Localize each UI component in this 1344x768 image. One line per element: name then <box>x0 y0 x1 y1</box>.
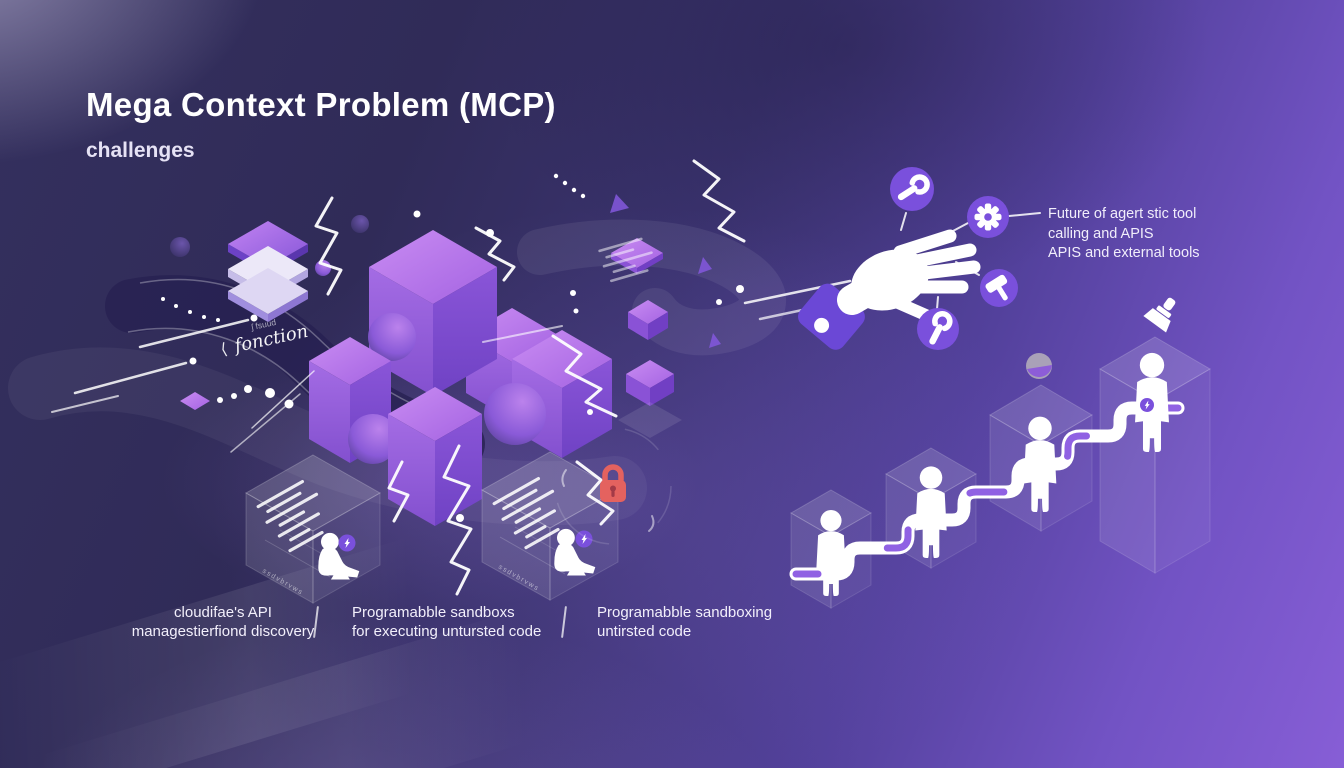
annotation-line: APIS and external tools <box>1048 245 1200 261</box>
decor-sphere <box>315 260 331 276</box>
caption-line: managestierfiond discovery <box>131 623 315 640</box>
caption-line: untirsted code <box>597 623 692 640</box>
decor-mini-cubes <box>180 238 682 438</box>
future-annotation: Future of agert stic tool calling and AP… <box>1048 205 1268 264</box>
wrench-icon <box>917 308 959 350</box>
stacked-layers-icon <box>228 221 308 322</box>
caption-api-discovery: cloudifae's API managestierfiond discove… <box>112 603 334 641</box>
decor-code-lines <box>598 237 653 283</box>
tool-badges <box>890 167 1018 350</box>
caption-sandboxing: Programabble sandboxing untirsted code <box>597 603 807 641</box>
caption-line: cloudifae's API <box>174 604 272 621</box>
page-title: Mega Context Problem (MCP) <box>86 86 556 123</box>
progress-staircase <box>789 290 1211 609</box>
caption-line: for executing untursted code <box>352 623 542 640</box>
gear-icon <box>967 196 1009 238</box>
brush-icon <box>1143 290 1185 333</box>
caption-sandboxes: Programabble sandboxs for executing untu… <box>352 603 562 641</box>
page-subtitle: challenges <box>86 139 195 162</box>
reaching-hand <box>798 229 981 350</box>
decor-triangles <box>610 194 721 348</box>
wrench-icon <box>890 167 934 211</box>
badge-connectors <box>900 212 1041 310</box>
padlock-icon <box>554 427 672 545</box>
lightning-bolts <box>314 159 746 596</box>
annotation-line: Future of agert stic tool <box>1048 206 1197 222</box>
ribbon-chevron: ⟨ <box>219 341 229 359</box>
caption-line: Programabble sandboxing <box>597 604 773 621</box>
mcp-cube-cluster <box>309 230 612 526</box>
mallet-icon <box>980 269 1018 307</box>
annotation-line: calling and APIS <box>1048 225 1154 242</box>
decor-sphere <box>170 237 190 257</box>
caption-line: Programabble sandboxs <box>352 604 515 621</box>
decor-sphere <box>351 215 369 233</box>
